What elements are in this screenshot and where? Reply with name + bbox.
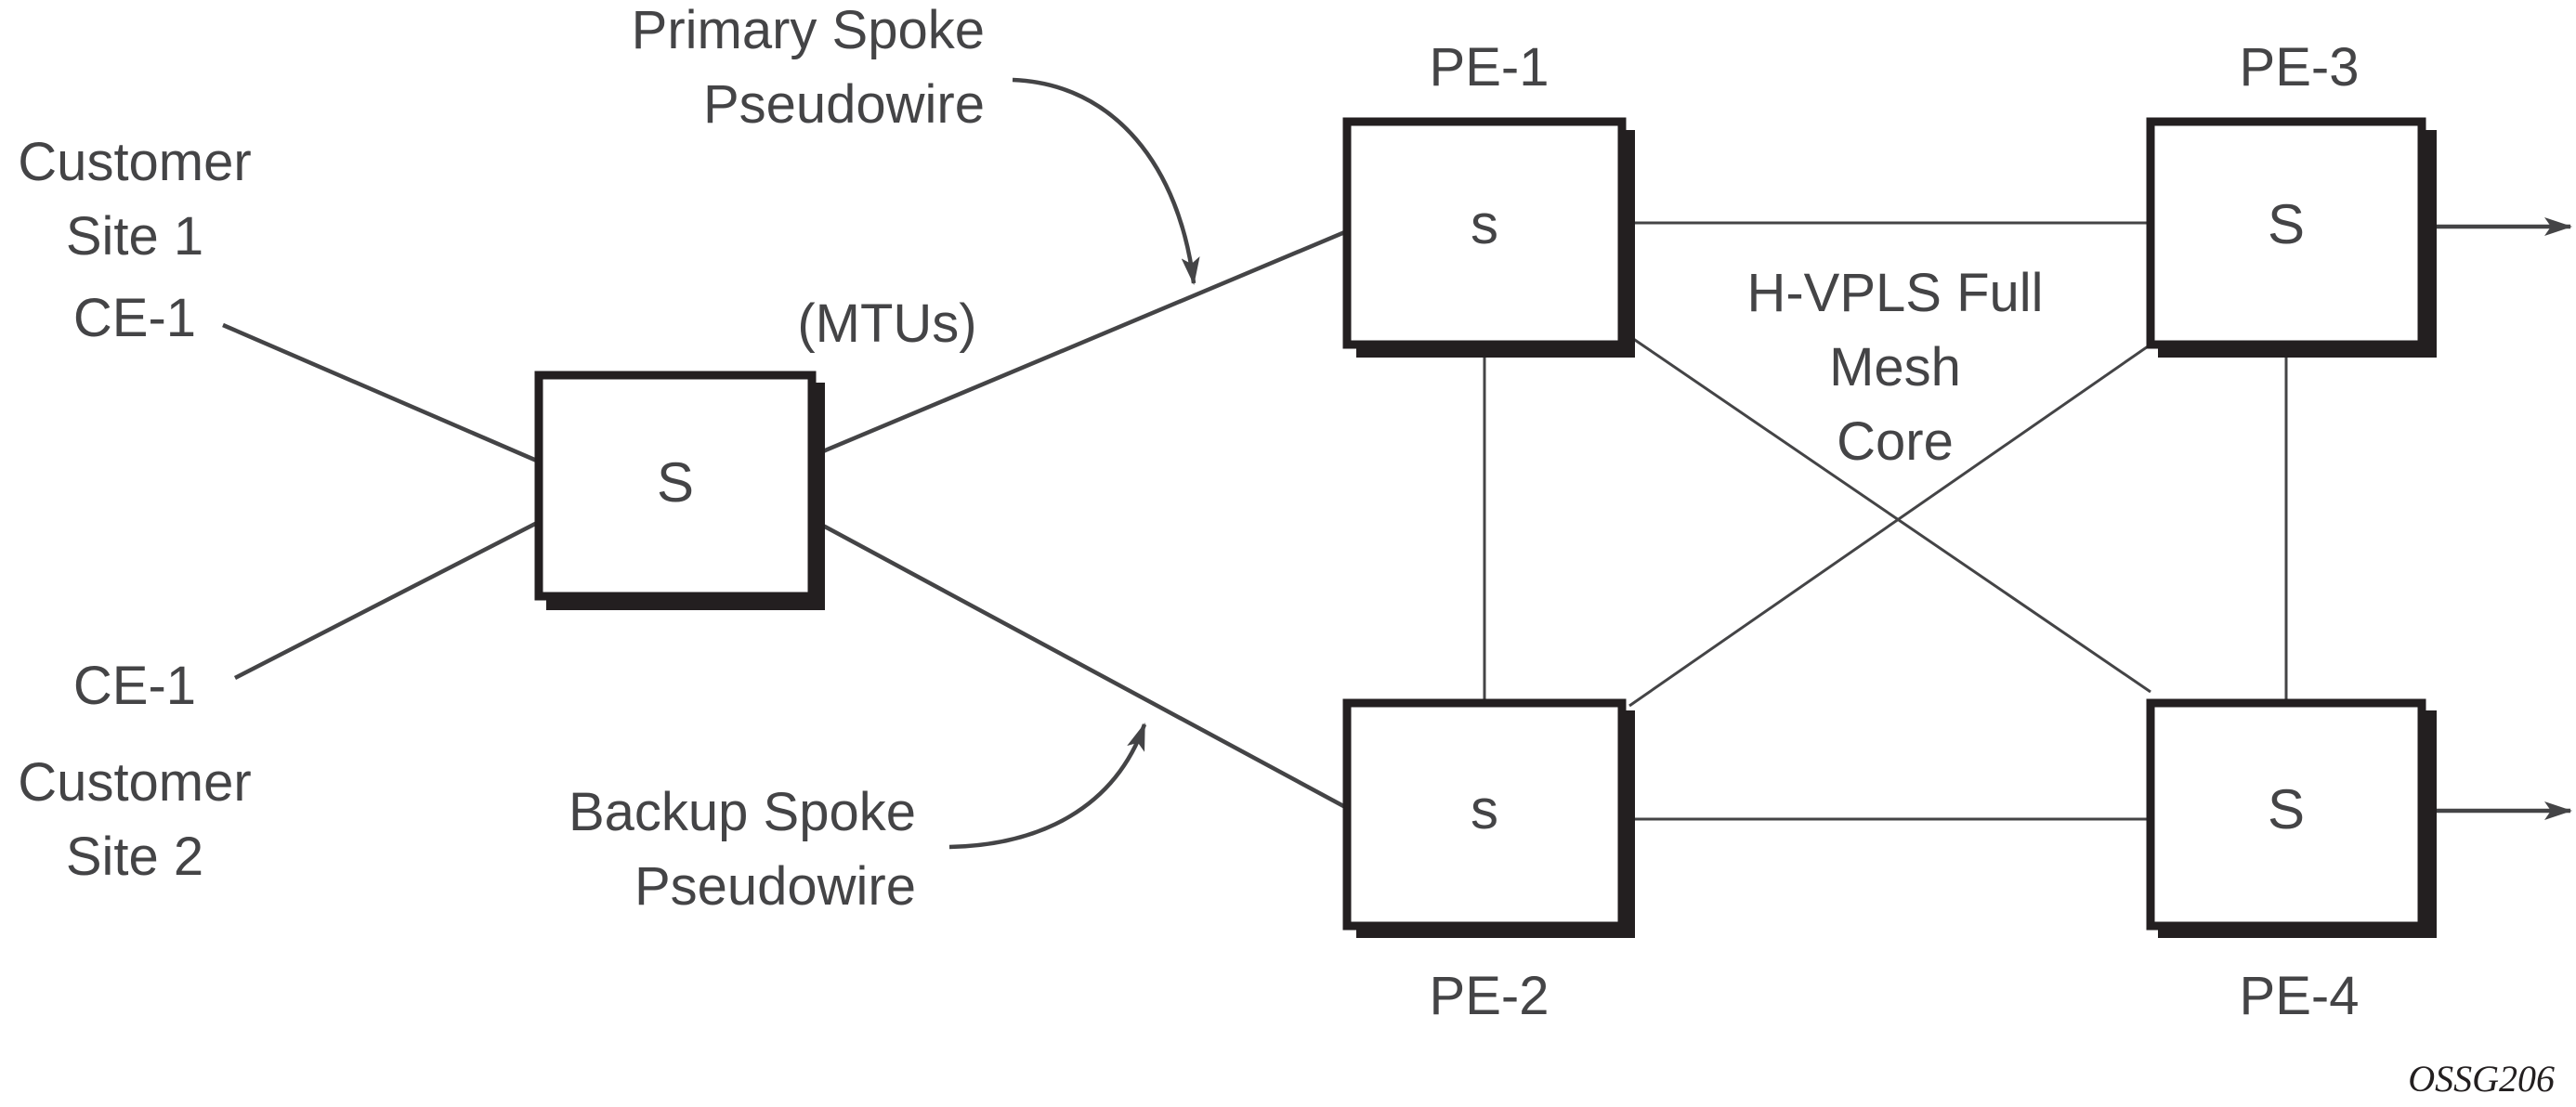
backup-spoke-label-line1: Backup Spoke	[569, 782, 916, 842]
customer-site-2-label-line1: Customer	[18, 752, 251, 813]
link-primary-spoke	[822, 228, 1348, 454]
pe3-label: PE-3	[2240, 37, 2360, 98]
ce1-top-label: CE-1	[73, 288, 196, 348]
link-pe2-pe3	[1628, 343, 2151, 708]
pe1-symbol: s	[1471, 193, 1498, 255]
link-ce1-bottom-mtu	[233, 519, 541, 681]
ce1-bottom-label: CE-1	[73, 656, 196, 716]
pe1-label: PE-1	[1430, 37, 1550, 98]
pe2-label: PE-2	[1430, 966, 1550, 1026]
customer-site-2-label-line2: Site 2	[66, 827, 203, 887]
core-label-line1: H-VPLS Full	[1746, 263, 2043, 323]
pe3-symbol: S	[2268, 193, 2305, 255]
backup-spoke-callout-arrow	[948, 723, 1147, 850]
pe3-node: S	[2146, 117, 2437, 358]
link-backup-spoke	[821, 524, 1349, 810]
core-label-line2: Mesh	[1829, 337, 1961, 397]
pe2-node: s	[1342, 698, 1635, 938]
pe4-node: S	[2146, 698, 2437, 938]
customer-site-1-label-line1: Customer	[18, 132, 251, 192]
pe4-label: PE-4	[2240, 966, 2360, 1026]
pe2-symbol: s	[1471, 778, 1498, 840]
link-pe1-pe4	[1628, 334, 2151, 694]
pe4-symbol: S	[2268, 778, 2305, 840]
figure-id: OSSG206	[2408, 1058, 2555, 1100]
primary-spoke-label-line1: Primary Spoke	[632, 0, 985, 60]
mtu-node: S	[534, 371, 825, 610]
backup-spoke-label-line2: Pseudowire	[634, 856, 916, 917]
customer-site-1-label-line2: Site 1	[66, 206, 203, 267]
primary-spoke-callout-arrow	[1012, 77, 1200, 285]
mtu-symbol: S	[657, 451, 694, 514]
core-label-line3: Core	[1837, 411, 1954, 472]
primary-spoke-label-line2: Pseudowire	[703, 74, 985, 135]
link-ce1-top-mtu	[222, 322, 540, 464]
pe1-node: s	[1342, 117, 1635, 358]
mtus-label: (MTUs)	[797, 293, 976, 354]
